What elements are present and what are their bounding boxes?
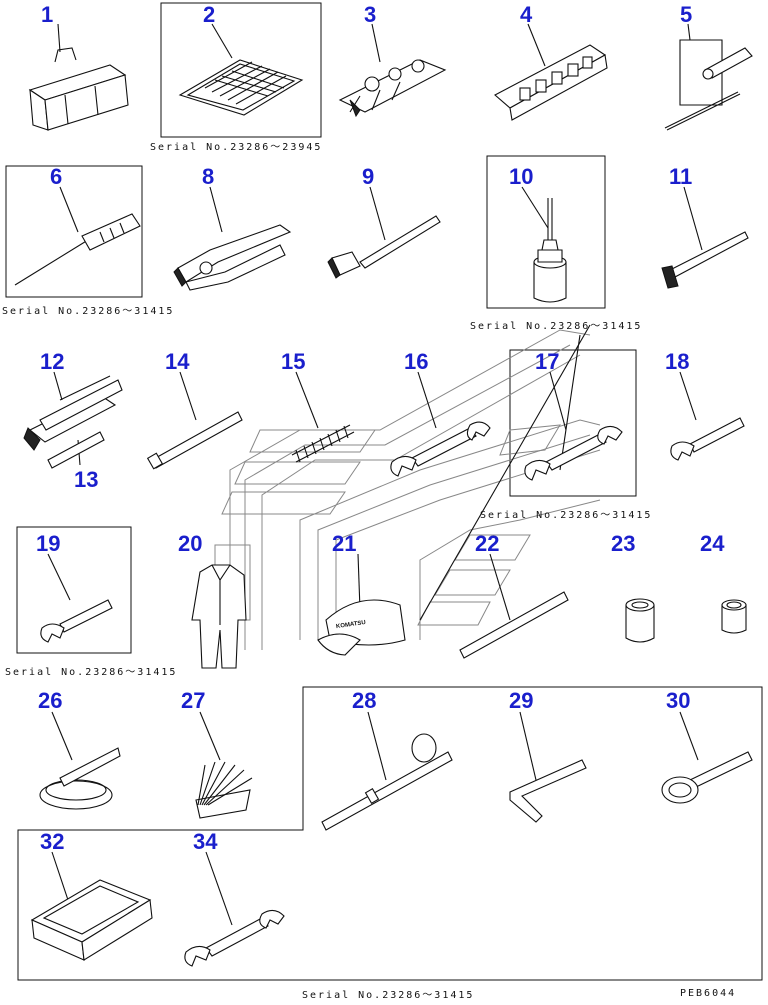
hex-wrench-drawing (509, 759, 587, 823)
wrench-16-drawing (390, 421, 491, 477)
part-number-15: 15 (281, 349, 306, 374)
part-number-32: 32 (40, 829, 65, 854)
part-number-23: 23 (611, 531, 636, 556)
part-number-28: 28 (352, 688, 377, 713)
box-part-10 (486, 155, 606, 309)
part-number-12: 12 (40, 349, 65, 374)
part-number-5: 5 (680, 2, 693, 27)
ring-wrench-drawing (661, 751, 753, 804)
box-part-2 (160, 2, 322, 138)
part-number-18: 18 (665, 349, 690, 374)
part-number-26: 26 (38, 688, 63, 713)
part-number-17: 17 (535, 349, 560, 374)
hammer-drawing (327, 215, 441, 279)
feeler-gauge-drawing (195, 761, 253, 819)
part-number-30: 30 (666, 688, 691, 713)
part-number-29: 29 (509, 688, 534, 713)
grease-gun-drawing (23, 375, 123, 451)
filter-wrench-drawing (39, 747, 121, 810)
box-parts-28-34 (17, 686, 763, 981)
part-number-34: 34 (193, 829, 218, 854)
box-part-6 (5, 165, 143, 298)
machine-outline (214, 329, 601, 650)
gauge-drawing (321, 733, 453, 831)
nozzle-drawing (47, 431, 105, 469)
part-number-10: 10 (509, 164, 534, 189)
part-number-2: 2 (203, 2, 216, 27)
part-number-21: 21 (332, 531, 357, 556)
part-number-3: 3 (364, 2, 377, 27)
serial-note-part-17: Serial No.23286～31415 (480, 510, 653, 521)
socket-24-drawing (721, 599, 747, 634)
serial-note-part-10: Serial No.23286～31415 (470, 321, 643, 332)
wrench-19-drawing (40, 599, 113, 643)
part-number-14: 14 (165, 349, 190, 374)
socket-23-drawing (625, 598, 655, 643)
screwdriver-set-drawing (664, 47, 753, 131)
wrench-18-drawing (670, 417, 745, 461)
serial-note-part-2: Serial No.23286～23945 (150, 142, 323, 153)
bar-22-drawing (459, 591, 569, 659)
part-number-11: 11 (669, 164, 693, 189)
box-part-17 (509, 349, 637, 497)
wrench-17-drawing (524, 425, 623, 481)
part-number-1: 1 (41, 2, 54, 27)
part-number-6: 6 (50, 164, 63, 189)
serial-note-part-19: Serial No.23286～31415 (5, 667, 178, 678)
wrench-set-drawing (338, 59, 447, 118)
part-number-24: 24 (700, 531, 725, 556)
socket-set-drawing (494, 44, 608, 121)
part-number-9: 9 (362, 164, 375, 189)
part-number-22: 22 (475, 531, 500, 556)
coverall-drawing (191, 564, 247, 669)
part-number-20: 20 (178, 531, 203, 556)
screwdriver-drawing (14, 213, 141, 286)
part-number-4: 4 (520, 2, 533, 27)
drawing-code: PEB6044 (680, 988, 737, 999)
manual-drawing (178, 59, 304, 116)
bar-drawing (661, 231, 749, 289)
serial-note-bottom: Serial No.23286～31415 (302, 990, 475, 1001)
part-number-19: 19 (36, 531, 61, 556)
wrench-34-drawing (184, 909, 285, 967)
leader-lines (47, 23, 723, 926)
part-number-27: 27 (181, 688, 206, 713)
oil-can-drawing (533, 198, 567, 303)
tool-bag-drawing (28, 47, 129, 131)
part-number-16: 16 (404, 349, 429, 374)
serial-note-part-6: Serial No.23286～31415 (2, 306, 175, 317)
hose-drawing (291, 424, 355, 463)
box-part-19 (16, 526, 132, 654)
part-number-8: 8 (202, 164, 215, 189)
part-number-13: 13 (74, 467, 99, 492)
pliers-drawing (173, 224, 292, 291)
case-drawing (30, 879, 153, 961)
extension-drawing (146, 411, 243, 470)
cap-drawing (317, 599, 406, 656)
